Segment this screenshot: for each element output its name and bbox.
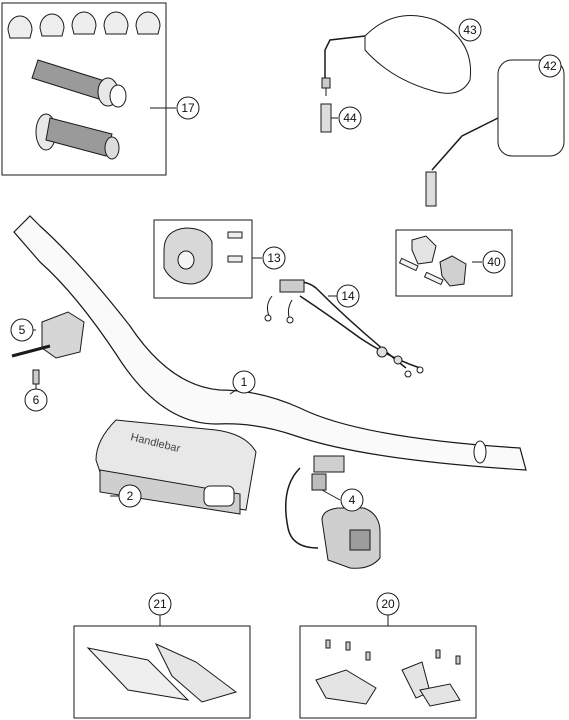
switch-housing-group: [153, 219, 262, 299]
callout-42: 42: [538, 54, 562, 78]
handlebar: [13, 215, 527, 471]
callout-43: 43: [458, 18, 482, 42]
svg-text:2: 2: [127, 489, 134, 503]
handlebar-switch: [285, 455, 381, 569]
callout-21: 21: [148, 592, 172, 616]
svg-text:5: 5: [19, 323, 26, 337]
callout-13: 13: [262, 246, 286, 270]
hand-guard-group: [73, 614, 251, 719]
callout-44: 44: [338, 106, 362, 130]
svg-text:4: 4: [349, 493, 356, 507]
mirror-right: [321, 15, 472, 96]
grips-kit-group: [1, 2, 176, 176]
svg-text:44: 44: [343, 111, 357, 125]
callout-5: 5: [10, 318, 34, 342]
svg-text:21: 21: [153, 597, 167, 611]
callout-2: 2: [118, 484, 142, 508]
callout-17: 17: [176, 96, 200, 120]
mount-kit-group: [299, 614, 477, 719]
callouts: 1 2 4 5 6 13 14 17: [10, 18, 562, 616]
callout-6: 6: [24, 388, 48, 412]
mirror-left: [425, 59, 565, 207]
hand-guard-frame: [73, 625, 251, 719]
svg-text:14: 14: [341, 289, 355, 303]
throttle-grip: [31, 59, 127, 108]
callout-1: 1: [232, 370, 256, 394]
left-grip: [35, 113, 120, 160]
hot-start-clamp: [11, 311, 85, 359]
svg-text:17: 17: [181, 101, 195, 115]
mirror-nut: [320, 103, 338, 133]
svg-text:43: 43: [463, 23, 477, 37]
mirror-clamp-group: [395, 229, 513, 297]
throttle-cam-set: [7, 11, 161, 39]
callout-20: 20: [376, 592, 400, 616]
svg-text:20: 20: [381, 597, 395, 611]
callout-4: 4: [340, 488, 364, 512]
svg-text:40: 40: [487, 255, 501, 269]
svg-text:42: 42: [543, 59, 557, 73]
callout-40: 40: [482, 250, 506, 274]
throttle-cable-assembly: [264, 279, 424, 378]
callout-14: 14: [336, 284, 360, 308]
svg-text:13: 13: [267, 251, 281, 265]
svg-text:1: 1: [241, 375, 248, 389]
svg-text:6: 6: [33, 393, 40, 407]
